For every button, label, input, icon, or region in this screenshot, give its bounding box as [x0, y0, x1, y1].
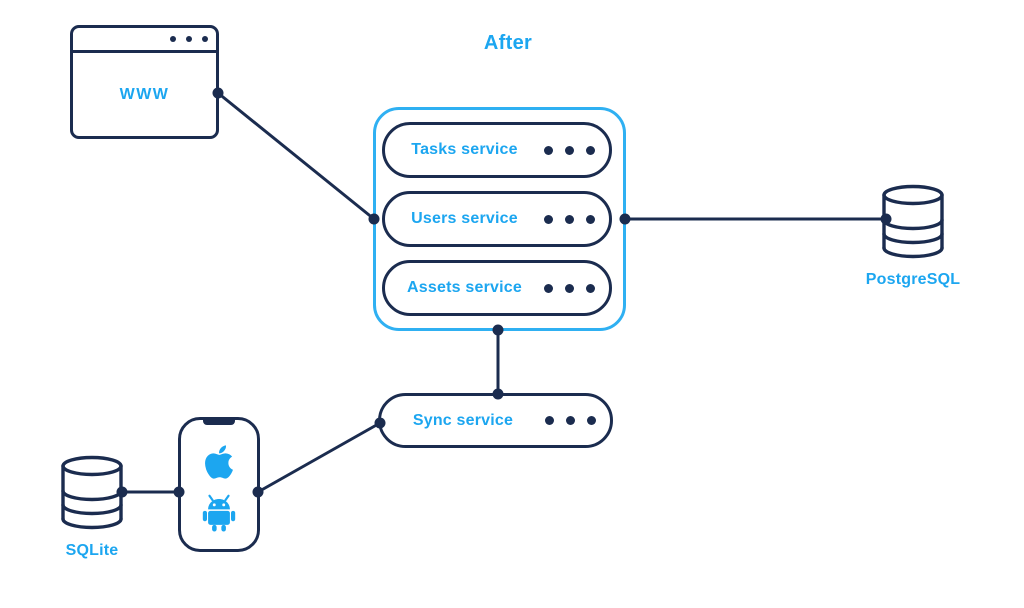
titlebar-dot-icon — [202, 36, 208, 42]
service-label: Tasks service — [411, 141, 518, 158]
postgresql-label: PostgreSQL — [865, 271, 961, 288]
service-pill-assets: Assets service — [382, 260, 612, 316]
ellipsis-dot-icon — [565, 214, 574, 224]
ellipsis-dot-icon — [544, 214, 553, 224]
www-label: WWW — [119, 85, 170, 103]
ellipsis-dot-icon — [565, 283, 574, 293]
ellipsis-dot-icon — [586, 214, 595, 224]
ellipsis-icon — [544, 283, 595, 293]
mobile-phone-icon — [178, 417, 260, 552]
service-pill-sync: Sync service — [378, 393, 613, 448]
postgresql-database: PostgreSQL — [866, 184, 960, 289]
service-pill-users: Users service — [382, 191, 612, 247]
service-label: Users service — [411, 210, 518, 227]
ellipsis-icon — [544, 214, 595, 224]
diagram-title: After — [483, 32, 533, 54]
apple-icon — [205, 444, 233, 479]
ellipsis-dot-icon — [544, 145, 553, 155]
ellipsis-dot-icon — [586, 283, 595, 293]
service-label: Sync service — [412, 411, 514, 429]
service-label: Assets service — [407, 279, 522, 296]
android-icon — [202, 494, 236, 532]
ellipsis-icon — [544, 145, 595, 155]
browser-window-icon: WWW — [70, 25, 219, 139]
ellipsis-dot-icon — [586, 145, 595, 155]
sqlite-label: SQLite — [65, 542, 119, 559]
titlebar-dot-icon — [186, 36, 192, 42]
services-group: Tasks service Users service Assets servi… — [373, 107, 626, 331]
ellipsis-dot-icon — [544, 283, 553, 293]
ellipsis-dot-icon — [545, 416, 554, 425]
ellipsis-dot-icon — [565, 145, 574, 155]
browser-titlebar — [73, 28, 216, 53]
ellipsis-icon — [545, 416, 596, 425]
sqlite-database: SQLite — [59, 455, 125, 560]
database-cylinder-icon — [882, 184, 944, 259]
phone-notch — [203, 418, 235, 425]
connector-sync-to-phone — [257, 421, 381, 494]
ellipsis-dot-icon — [566, 416, 575, 425]
service-pill-tasks: Tasks service — [382, 122, 612, 178]
database-cylinder-icon — [61, 455, 123, 530]
browser-body: WWW — [73, 53, 216, 136]
ellipsis-dot-icon — [587, 416, 596, 425]
connector-www-to-services — [217, 91, 375, 221]
titlebar-dot-icon — [170, 36, 176, 42]
